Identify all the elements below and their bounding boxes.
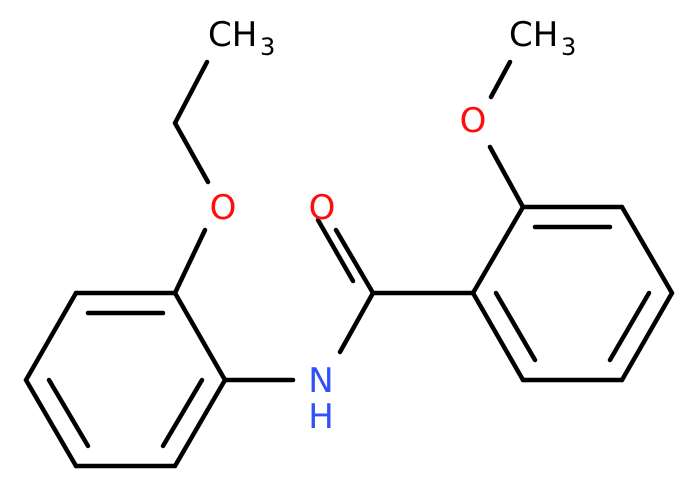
ch3-subscript-left: 3 xyxy=(260,33,275,61)
bond-left-ring-5 xyxy=(172,377,228,469)
oxygen-methoxy-label: O xyxy=(460,101,487,141)
bond-left-ring-2 xyxy=(23,290,79,383)
hydrogen-on-nitrogen-label: H xyxy=(308,397,334,437)
nitrogen-label: N xyxy=(308,361,333,401)
oxygen-ethoxy-label: O xyxy=(210,188,237,228)
bond-right-ring-4 xyxy=(619,290,675,383)
bond-right-ring-3 xyxy=(619,204,675,296)
oxygen-carbonyl-label: O xyxy=(309,188,336,228)
bond-ring-o-methoxy xyxy=(487,144,526,210)
bond-right-ring-6-inner xyxy=(493,290,538,363)
bond-o-ch3-methoxy xyxy=(488,59,513,100)
bonds xyxy=(23,59,675,469)
bond-n-carbonyl xyxy=(337,290,376,355)
bond-left-ring-6 xyxy=(172,290,228,383)
bond-ch3-ch2-ethyl xyxy=(172,59,210,126)
ch3-label-left: CH xyxy=(208,15,257,55)
atom-labels: CH 3 CH 3 O O O N H xyxy=(208,15,576,437)
bond-ch2-o-ethyl xyxy=(172,120,211,185)
bond-left-ring-3-inner xyxy=(46,377,91,449)
bond-right-ring-6 xyxy=(470,290,526,383)
ch3-label-right: CH xyxy=(509,15,558,55)
ch3-subscript-right: 3 xyxy=(561,33,576,61)
bond-right-ring-4-inner xyxy=(607,290,652,363)
bond-carbonyl-double-a xyxy=(333,227,376,296)
bond-carbonyl-double-b xyxy=(315,217,356,284)
bond-o-ring-ethyl xyxy=(172,227,208,296)
bond-left-ring-3 xyxy=(23,377,79,469)
bond-left-ring-5-inner xyxy=(160,377,205,449)
bond-right-ring-1 xyxy=(470,204,526,296)
